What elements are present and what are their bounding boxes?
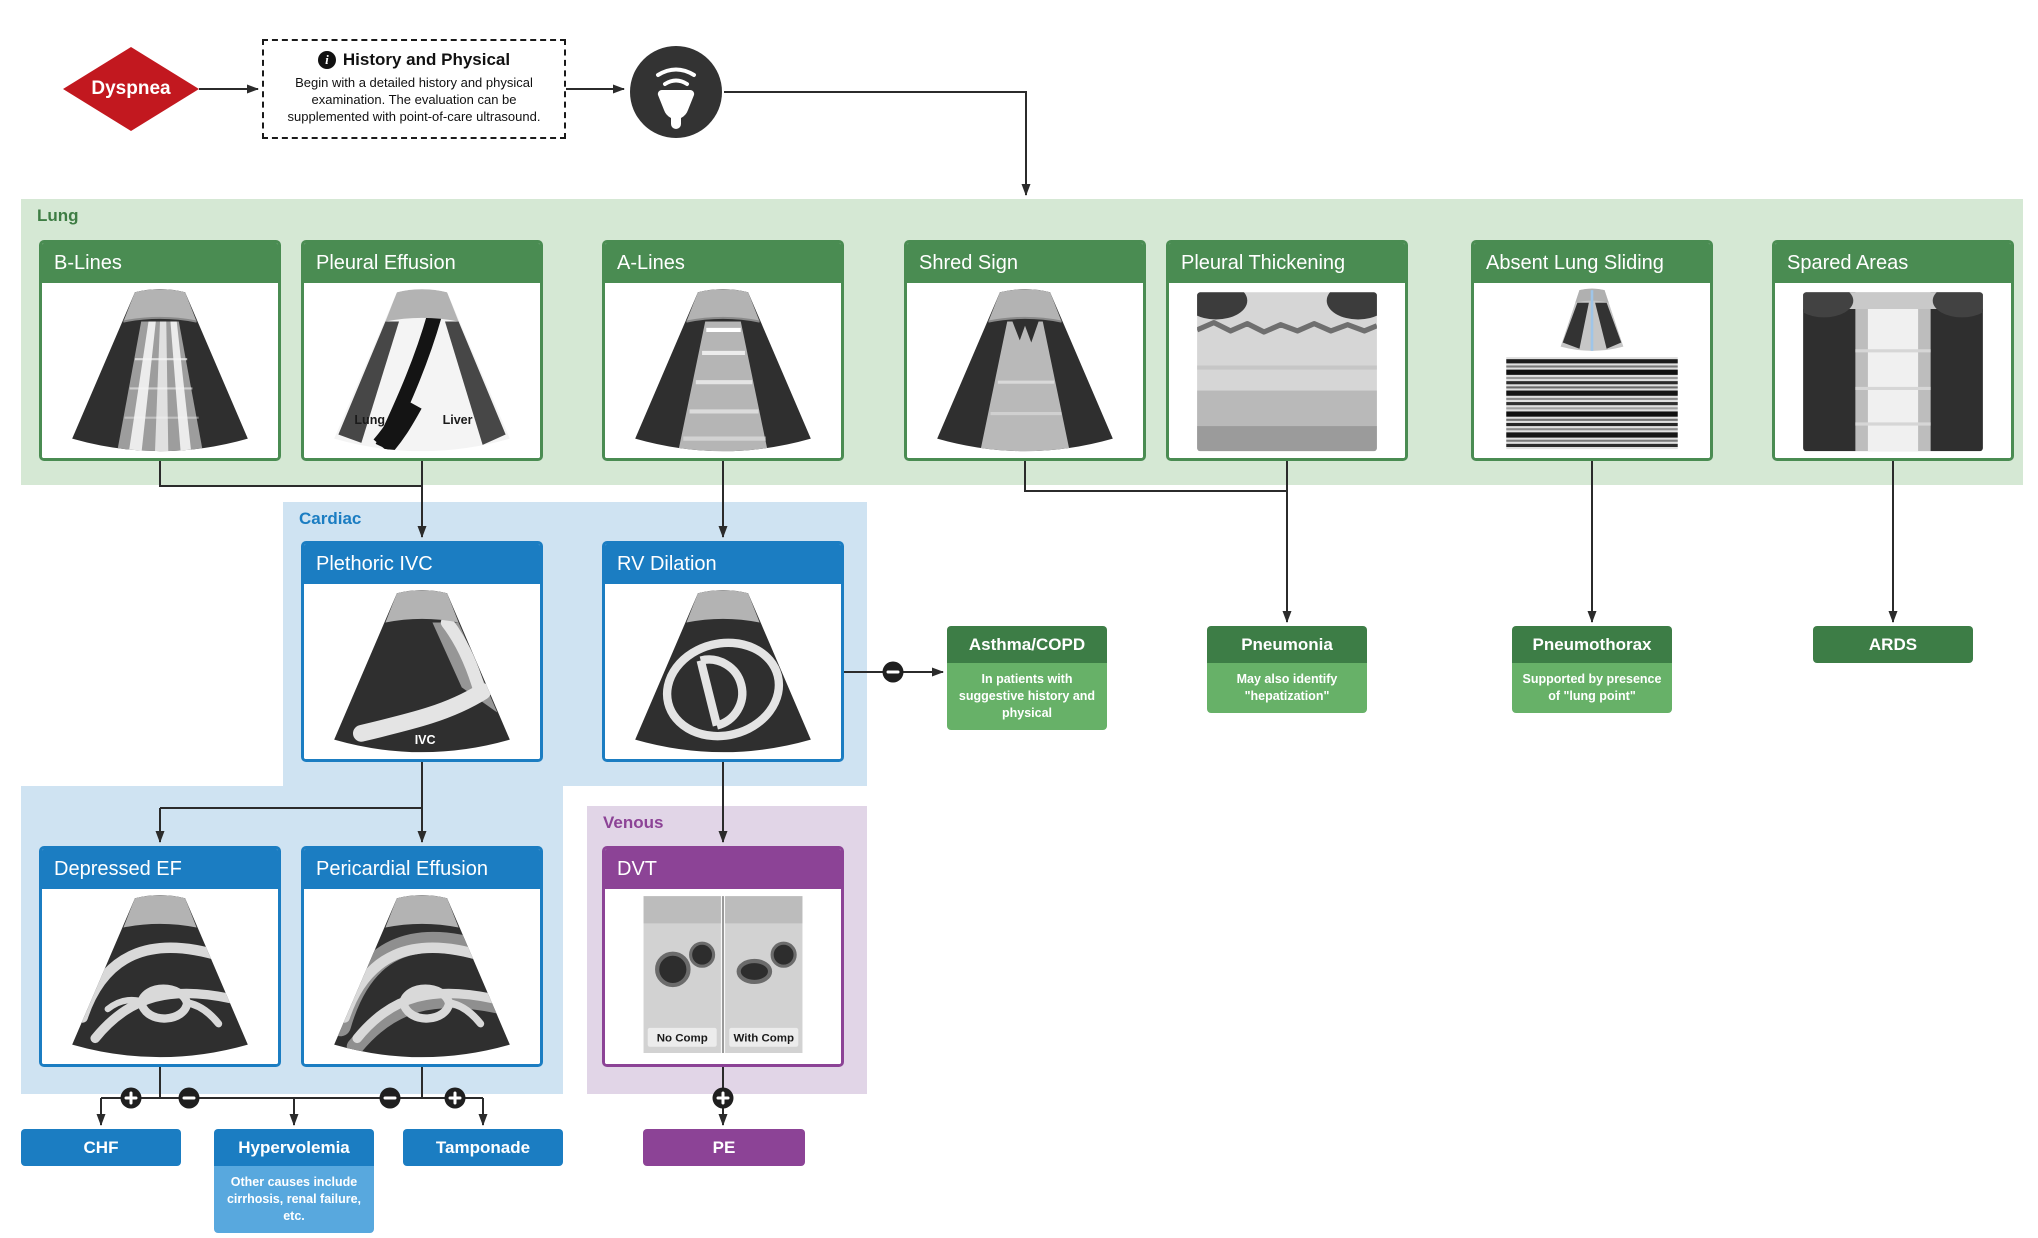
node-dyspnea: Dyspnea	[63, 47, 199, 131]
pericardial-effusion-ultrasound-image	[304, 889, 540, 1064]
node-chf: CHF	[21, 1129, 181, 1166]
node-pneumonia: Pneumonia May also identify "hepatizatio…	[1207, 626, 1367, 713]
edge-probe-lung	[724, 91, 1031, 196]
b-lines-title: B-Lines	[42, 243, 278, 283]
chf-title: CHF	[21, 1129, 181, 1166]
node-depressed-ef: Depressed EF	[39, 846, 281, 1067]
b-lines-ultrasound-image	[42, 283, 278, 458]
ultrasound-probe-icon	[628, 44, 724, 140]
info-icon: i	[317, 51, 336, 69]
node-pericardial-effusion: Pericardial Effusion	[301, 846, 543, 1067]
history-body: Begin with a detailed history and physic…	[287, 75, 541, 125]
pneumothorax-note: Supported by presence of "lung point"	[1512, 663, 1672, 713]
tamponade-title: Tamponade	[403, 1129, 563, 1166]
lung-section-label: Lung	[37, 206, 79, 225]
dvt-with-comp-label: With Comp	[734, 1032, 795, 1044]
node-ards: ARDS	[1813, 626, 1973, 663]
hypervolemia-title: Hypervolemia	[214, 1129, 374, 1166]
history-title: History and Physical	[342, 50, 511, 69]
pneumothorax-title: Pneumothorax	[1512, 626, 1672, 663]
asthma-copd-title: Asthma/COPD	[947, 626, 1107, 663]
pleural-effusion-ultrasound-image: Lung Liver	[304, 283, 540, 458]
node-pneumothorax: Pneumothorax Supported by presence of "l…	[1512, 626, 1672, 713]
node-b-lines: B-Lines	[39, 240, 281, 461]
plethoric-ivc-label: IVC	[415, 733, 436, 747]
rv-dilation-title: RV Dilation	[605, 544, 841, 584]
node-pleural-thickening: Pleural Thickening	[1166, 240, 1408, 461]
node-hypervolemia: Hypervolemia Other causes include cirrho…	[214, 1129, 374, 1233]
dvt-ultrasound-image: No Comp With Comp	[605, 889, 841, 1064]
depressed-ef-title: Depressed EF	[42, 849, 278, 889]
a-lines-ultrasound-image	[605, 283, 841, 458]
a-lines-title: A-Lines	[605, 243, 841, 283]
pneumonia-note: May also identify "hepatization"	[1207, 663, 1367, 713]
node-plethoric-ivc: Plethoric IVC IVC	[301, 541, 543, 762]
absent-lung-sliding-title: Absent Lung Sliding	[1474, 243, 1710, 283]
node-tamponade: Tamponade	[403, 1129, 563, 1166]
node-shred-sign: Shred Sign	[904, 240, 1146, 461]
pleural-thickening-ultrasound-image	[1169, 283, 1405, 458]
shred-sign-ultrasound-image	[907, 283, 1143, 458]
node-spared-areas: Spared Areas	[1772, 240, 2014, 461]
ards-title: ARDS	[1813, 626, 1973, 663]
absent-lung-sliding-ultrasound-image	[1474, 283, 1710, 458]
pe-title: PE	[643, 1129, 805, 1166]
hypervolemia-note: Other causes include cirrhosis, renal fa…	[214, 1166, 374, 1233]
venous-section-label: Venous	[603, 813, 664, 832]
node-dyspnea-label: Dyspnea	[91, 78, 171, 99]
pleural-effusion-lung-label: Lung	[354, 413, 385, 427]
pleural-thickening-title: Pleural Thickening	[1169, 243, 1405, 283]
spared-areas-title: Spared Areas	[1775, 243, 2011, 283]
node-pleural-effusion: Pleural Effusion Lung Liver	[301, 240, 543, 461]
node-history-and-physical: i History and Physical Begin with a deta…	[262, 39, 566, 139]
node-asthma-copd: Asthma/COPD In patients with suggestive …	[947, 626, 1107, 730]
plethoric-ivc-ultrasound-image: IVC	[304, 584, 540, 759]
node-dvt: DVT No Comp With Comp	[602, 846, 844, 1067]
pleural-effusion-title: Pleural Effusion	[304, 243, 540, 283]
spared-areas-ultrasound-image	[1775, 283, 2011, 458]
plethoric-ivc-title: Plethoric IVC	[304, 544, 540, 584]
minus-icon	[882, 661, 904, 683]
node-pe: PE	[643, 1129, 805, 1166]
pleural-effusion-liver-label: Liver	[443, 413, 473, 427]
shred-sign-title: Shred Sign	[907, 243, 1143, 283]
depressed-ef-ultrasound-image	[42, 889, 278, 1064]
node-absent-lung-sliding: Absent Lung Sliding	[1471, 240, 1713, 461]
dvt-no-comp-label: No Comp	[657, 1032, 708, 1044]
pericardial-effusion-title: Pericardial Effusion	[304, 849, 540, 889]
cardiac-section-label: Cardiac	[299, 509, 362, 528]
pneumonia-title: Pneumonia	[1207, 626, 1367, 663]
node-rv-dilation: RV Dilation	[602, 541, 844, 762]
node-a-lines: A-Lines	[602, 240, 844, 461]
asthma-copd-note: In patients with suggestive history and …	[947, 663, 1107, 730]
dvt-title: DVT	[605, 849, 841, 889]
rv-dilation-ultrasound-image	[605, 584, 841, 759]
